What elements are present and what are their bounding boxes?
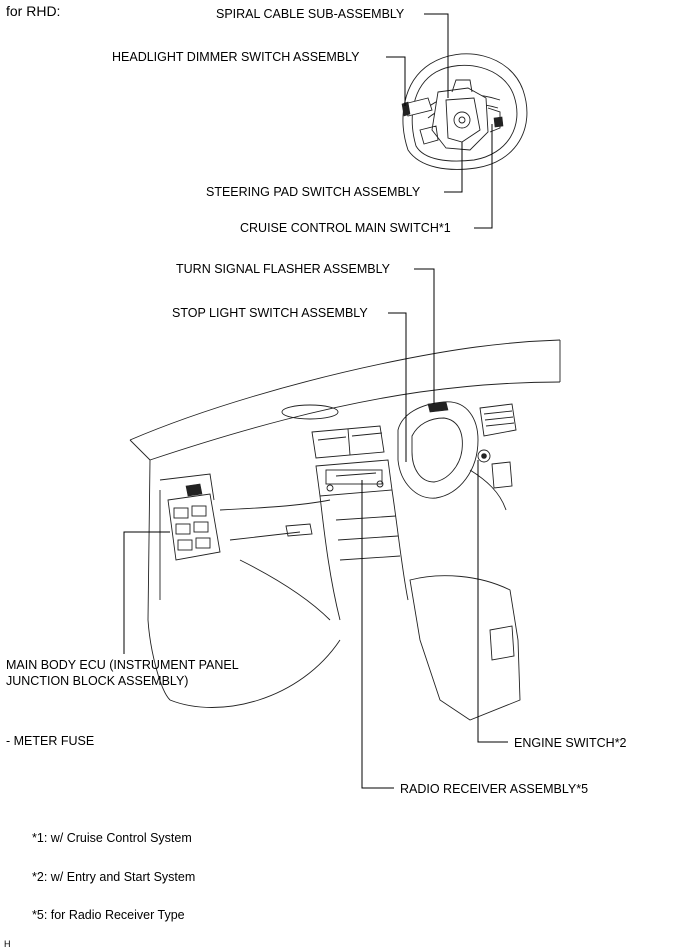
label-stop-light: STOP LIGHT SWITCH ASSEMBLY <box>172 306 368 320</box>
label-main-body-ecu-line1: MAIN BODY ECU (INSTRUMENT PANEL <box>6 658 239 672</box>
steering-wheel-illustration <box>401 53 528 170</box>
label-meter-fuse: - METER FUSE <box>6 734 95 748</box>
label-radio-receiver: RADIO RECEIVER ASSEMBLY*5 <box>400 782 589 796</box>
instrument-panel-illustration <box>129 339 561 721</box>
label-headlight-dimmer: HEADLIGHT DIMMER SWITCH ASSEMBLY <box>112 50 360 64</box>
label-steering-pad: STEERING PAD SWITCH ASSEMBLY <box>206 185 421 199</box>
note-radio-receiver: *5: for Radio Receiver Type <box>32 908 185 922</box>
note-entry-start: *2: w/ Entry and Start System <box>32 870 196 884</box>
label-main-body-ecu-line2: JUNCTION BLOCK ASSEMBLY) <box>6 674 189 688</box>
footer-mark: H <box>4 939 11 949</box>
label-turn-signal: TURN SIGNAL FLASHER ASSEMBLY <box>176 262 390 276</box>
header-variant: for RHD: <box>6 3 61 19</box>
label-engine-switch: ENGINE SWITCH*2 <box>514 736 627 750</box>
label-cruise-control: CRUISE CONTROL MAIN SWITCH*1 <box>240 221 451 235</box>
leader-lines <box>123 13 508 789</box>
note-cruise-control: *1: w/ Cruise Control System <box>32 831 192 845</box>
label-spiral-cable: SPIRAL CABLE SUB-ASSEMBLY <box>216 7 405 21</box>
